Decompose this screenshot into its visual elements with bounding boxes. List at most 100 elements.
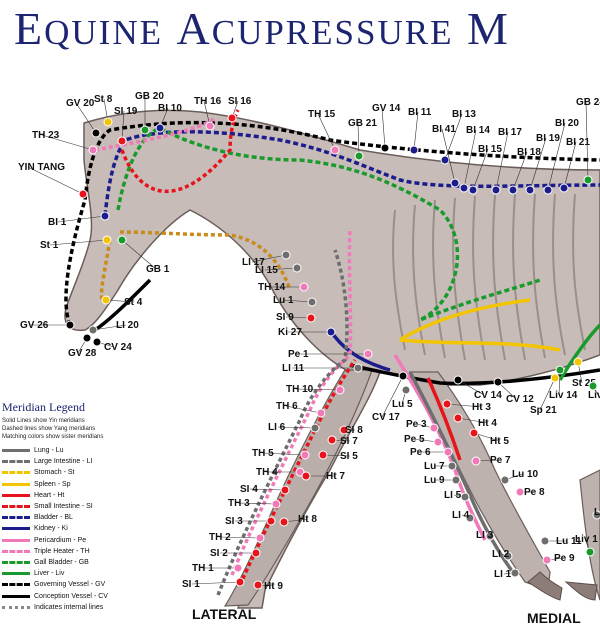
acupoint-leader bbox=[547, 122, 566, 191]
acupoint: LI 1 bbox=[494, 568, 520, 580]
acupoint-dot bbox=[300, 450, 310, 460]
legend-item: Large Intestine - LI bbox=[2, 456, 167, 467]
acupoint-dot bbox=[500, 475, 510, 485]
acupoint-dot bbox=[503, 551, 513, 561]
acupoint-leader bbox=[285, 405, 322, 414]
acupoint-label: GV 14 bbox=[372, 103, 401, 114]
acupoint: SI 4 bbox=[240, 484, 290, 495]
acupoint: LI 11 bbox=[282, 363, 363, 374]
acupoint-dot bbox=[353, 363, 363, 373]
acupoint-label: LI 15 bbox=[255, 265, 278, 276]
acupoint-label: Pe 8 bbox=[524, 487, 545, 498]
legend-item: Stomach - St bbox=[2, 467, 167, 478]
acupoint: LI 6 bbox=[268, 422, 320, 433]
acupoint-dot bbox=[540, 536, 550, 546]
acupoint-dot bbox=[559, 183, 569, 193]
legend-swatch bbox=[2, 460, 30, 464]
acupoint-leader bbox=[105, 299, 135, 303]
acupoint-leader bbox=[381, 107, 386, 149]
acupoint-dot bbox=[227, 113, 237, 123]
legend-label: Large Intestine - LI bbox=[34, 458, 93, 466]
acupoint-label: Ht 8 bbox=[298, 514, 317, 525]
legend-item: Pericardium - Pe bbox=[2, 535, 167, 546]
acupoint-label: Ht 3 bbox=[472, 402, 491, 413]
acupoint: CV 14 bbox=[453, 375, 502, 401]
acupoint-label: St 8 bbox=[94, 94, 113, 105]
acupoint: BI 13 bbox=[440, 109, 476, 165]
legend-swatch bbox=[2, 583, 30, 587]
acupoint-leader bbox=[49, 239, 108, 246]
acupoint-dot bbox=[280, 485, 290, 495]
acupoint-dot bbox=[82, 333, 92, 343]
acupoint-dot bbox=[451, 475, 461, 485]
acupoint-label: GB 24 bbox=[576, 97, 600, 108]
acupoint: St 25 bbox=[572, 357, 596, 389]
acupoint: Sp 21 bbox=[530, 373, 560, 416]
acupoint: TH 5 bbox=[252, 448, 310, 460]
acupoint-label: CV 24 bbox=[104, 342, 132, 353]
heart-line bbox=[426, 377, 462, 461]
acupoint-label: LI 2 bbox=[492, 549, 510, 560]
acupoint-dot bbox=[409, 145, 419, 155]
acupoint-label: LI 1 bbox=[494, 569, 512, 580]
acupoint: CV 24 bbox=[92, 337, 132, 353]
acupoint: BI 15 bbox=[468, 144, 502, 195]
acupoint-dot bbox=[92, 337, 102, 347]
acupoint: SI 8 bbox=[339, 425, 363, 436]
acupoint: SI 9 bbox=[276, 312, 316, 323]
acupoint: Ht 3 bbox=[442, 399, 491, 413]
legend-label: Gall Bladder - GB bbox=[34, 558, 89, 566]
acupoint: Ht 5 bbox=[469, 428, 509, 447]
legend-swatch bbox=[2, 527, 30, 531]
acupoint-leader bbox=[381, 375, 404, 418]
acupoint-label: SI 19 bbox=[114, 106, 138, 117]
acupoint: BI 14 bbox=[459, 125, 490, 193]
acupoint-dot bbox=[447, 461, 457, 471]
acupoint-label: LI 20 bbox=[116, 320, 139, 331]
acupoint-label: Lu 9 bbox=[424, 475, 445, 486]
acupoint-label: SI 7 bbox=[340, 436, 358, 447]
legend-note: Dashed lines show Yang meridians bbox=[2, 426, 96, 432]
acupoint-dot bbox=[442, 399, 452, 409]
legend-item: Bladder - BL bbox=[2, 512, 167, 523]
acupoint: TH 14 bbox=[258, 282, 309, 293]
acupoint-dot bbox=[103, 117, 113, 127]
acupoint-dot bbox=[91, 128, 101, 138]
legend-note: Matching colors show sister meridians bbox=[2, 434, 104, 440]
acupoint-dot bbox=[266, 516, 276, 526]
acupoint-label: TH 4 bbox=[256, 467, 278, 478]
acupoint: LI 3 bbox=[476, 530, 495, 541]
acupoint-dot bbox=[307, 297, 317, 307]
acupoint-dot bbox=[281, 250, 291, 260]
legend-item: Lung - Lu bbox=[2, 445, 167, 456]
acupoint: LI 17 bbox=[242, 250, 291, 268]
legend-item: Heart - Ht bbox=[2, 490, 167, 501]
acupoint-label: LI 6 bbox=[268, 422, 286, 433]
title-initial-2: A bbox=[176, 3, 212, 54]
acupoint: TH 3 bbox=[228, 498, 281, 509]
acupoint: Li bbox=[592, 507, 600, 520]
acupoint: LI 20 bbox=[88, 320, 139, 335]
acupoint: Lu 9 bbox=[424, 475, 461, 486]
acupoint: CV 17 bbox=[372, 371, 408, 423]
acupoint: TH 10 bbox=[286, 384, 345, 395]
acupoint-label: LI 5 bbox=[444, 490, 462, 501]
acupoint: GB 1 bbox=[117, 235, 170, 275]
acupoint-dot bbox=[508, 185, 518, 195]
acupoint: TH 16 bbox=[194, 96, 222, 131]
acupoint: BI 41 bbox=[432, 124, 460, 188]
acupoint-leader bbox=[277, 426, 316, 429]
acupoint-leader bbox=[495, 131, 509, 191]
acupoint: BI 20 bbox=[543, 118, 579, 195]
acupoint-dot bbox=[253, 580, 263, 590]
legend-item: Liver - Liv bbox=[2, 568, 167, 579]
acupoint-dot bbox=[525, 185, 535, 195]
acupoint-label: Lu 5 bbox=[392, 399, 413, 410]
acupoint-label: TH 16 bbox=[194, 96, 222, 107]
gall-bladder-line bbox=[116, 126, 541, 322]
acupoint-label: BI 10 bbox=[158, 103, 182, 114]
acupoint: SI 7 bbox=[327, 435, 358, 447]
acupoint-label: Ht 9 bbox=[264, 581, 283, 592]
legend-swatch bbox=[2, 449, 30, 453]
acupoint: St 1 bbox=[40, 235, 112, 251]
